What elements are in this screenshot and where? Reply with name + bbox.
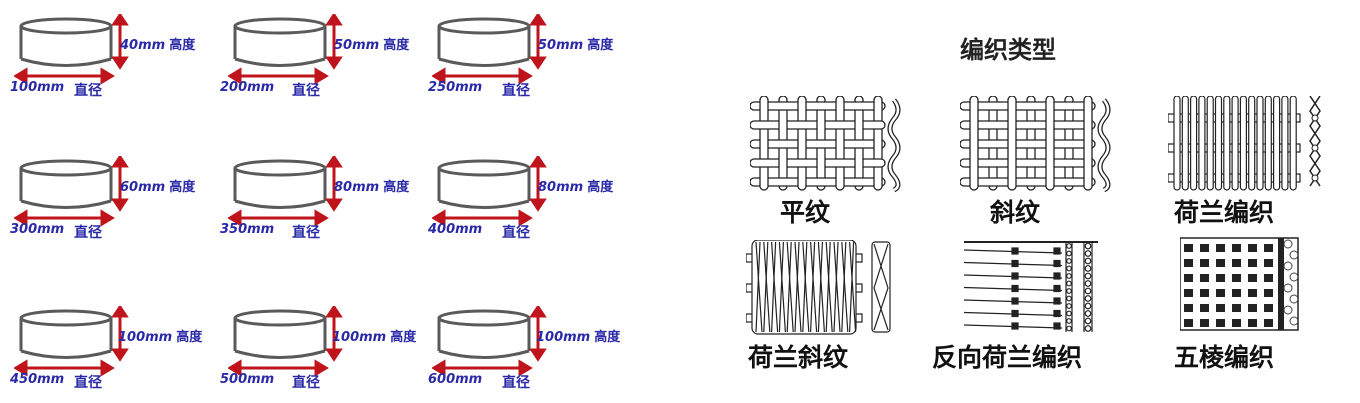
height-value: 50mm [538,38,584,53]
weave-label: 斜纹 [990,198,1041,227]
diameter-unit: 直径 [292,83,320,99]
weave-label: 荷兰编织 [1174,198,1275,227]
height-value: 40mm [120,38,166,53]
diameter-value: 600mm [428,372,483,387]
cylinder-icon [14,156,129,227]
reverse-dutch-weave-icon [962,240,1122,344]
cylinder-icon [14,14,129,85]
height-unit: 高度 [594,330,621,345]
height-unit: 高度 [383,180,410,195]
dutch-weave-icon [1167,95,1328,200]
cylinder-icon [228,306,343,377]
height-value: 100mm [536,330,591,345]
weave-label: 荷兰斜纹 [748,343,849,372]
height-unit: 高度 [587,180,614,195]
diameter-value: 400mm [428,222,483,237]
weave-label: 五棱编织 [1174,343,1275,372]
diameter-unit: 直径 [502,225,530,241]
dutch-twill-weave-icon [745,239,906,344]
height-value: 100mm [118,330,173,345]
cylinder-icon [432,156,547,227]
diameter-value: 350mm [220,222,275,237]
diameter-value: 250mm [428,80,483,95]
height-unit: 高度 [169,38,196,53]
cylinder-icon [432,14,547,85]
height-unit: 高度 [390,330,417,345]
height-value: 100mm [332,330,387,345]
height-value: 80mm [538,180,584,195]
plain-weave-icon [749,95,910,200]
five-heddle-weave-icon [1179,236,1310,340]
diameter-unit: 直径 [292,375,320,391]
height-unit: 高度 [383,38,410,53]
diameter-unit: 直径 [502,83,530,99]
diameter-unit: 直径 [502,375,530,391]
height-unit: 高度 [176,330,203,345]
weave-label: 平纹 [780,198,831,227]
diameter-value: 500mm [220,372,275,387]
height-unit: 高度 [169,180,196,195]
diameter-unit: 直径 [74,83,102,99]
diameter-unit: 直径 [292,225,320,241]
cylinder-icon [228,14,343,85]
cylinder-icon [228,156,343,227]
diameter-value: 100mm [10,80,65,95]
weave-label: 反向荷兰编织 [932,343,1083,372]
diameter-value: 200mm [220,80,275,95]
diameter-value: 450mm [10,372,65,387]
twill-weave-icon [959,95,1120,200]
cylinder-icon [14,306,129,377]
height-unit: 高度 [587,38,614,53]
diameter-value: 300mm [10,222,65,237]
diameter-unit: 直径 [74,225,102,241]
diameter-unit: 直径 [74,375,102,391]
height-value: 60mm [120,180,166,195]
cylinder-icon [432,306,547,377]
height-value: 80mm [334,180,380,195]
height-value: 50mm [334,38,380,53]
weave-types-title: 编织类型 [960,36,1056,64]
